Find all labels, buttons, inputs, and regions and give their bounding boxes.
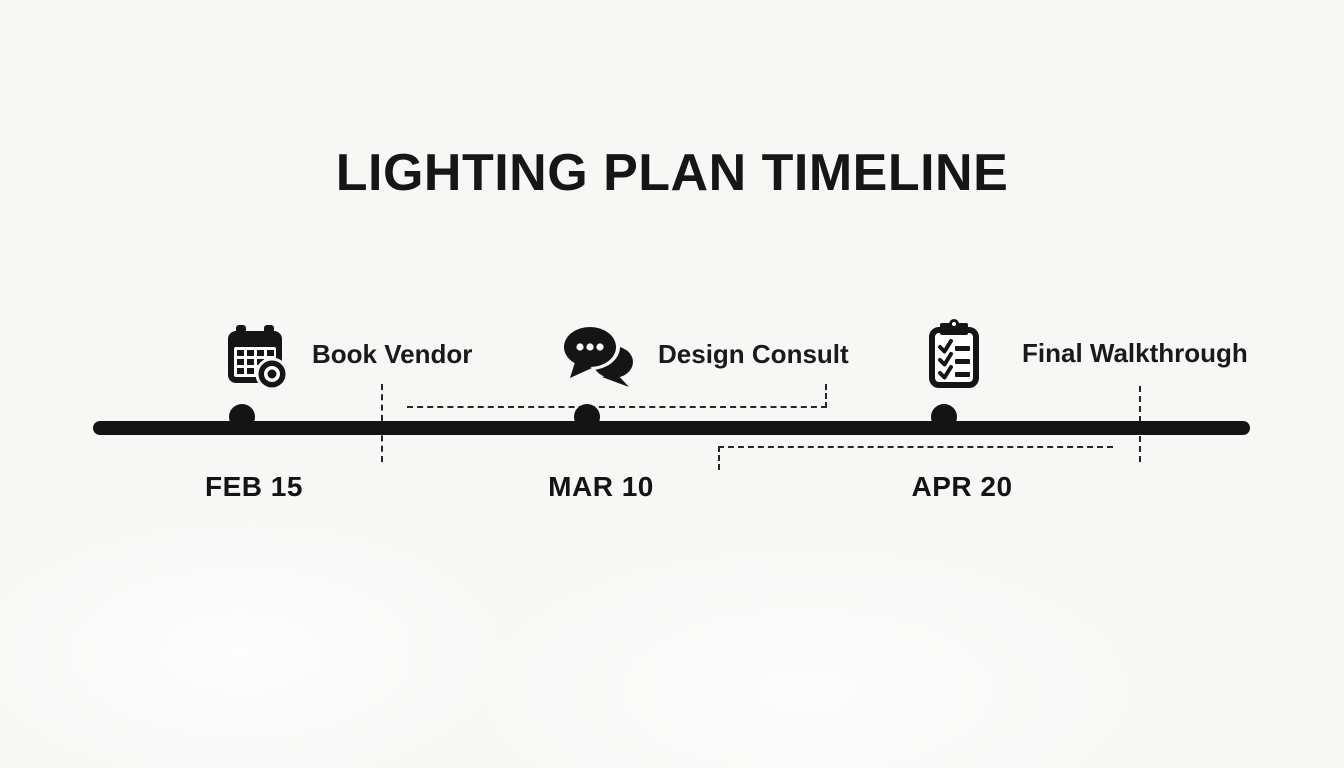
dashed-guide-connector-bottom — [718, 446, 1113, 470]
calendar-icon — [221, 322, 289, 390]
timeline-node-design-consult — [574, 404, 600, 430]
milestone-date: MAR 10 — [548, 471, 654, 502]
clipboard-checklist-icon — [927, 319, 981, 389]
dashed-guide-connector-top — [407, 384, 827, 408]
timeline-node-book-vendor — [229, 404, 255, 430]
page-title: LIGHTING PLAN TIMELINE — [335, 144, 1009, 202]
timeline-line — [93, 421, 1250, 435]
milestone-label: Book Vendor — [312, 339, 473, 369]
milestone-label: Final Walkthrough — [1022, 338, 1248, 368]
chat-bubbles-icon — [562, 323, 636, 389]
milestone-date: APR 20 — [911, 471, 1013, 502]
timeline-node-final-walkthrough — [931, 404, 957, 430]
milestone-date: FEB 15 — [205, 471, 303, 502]
milestone-label: Design Consult — [658, 339, 849, 369]
